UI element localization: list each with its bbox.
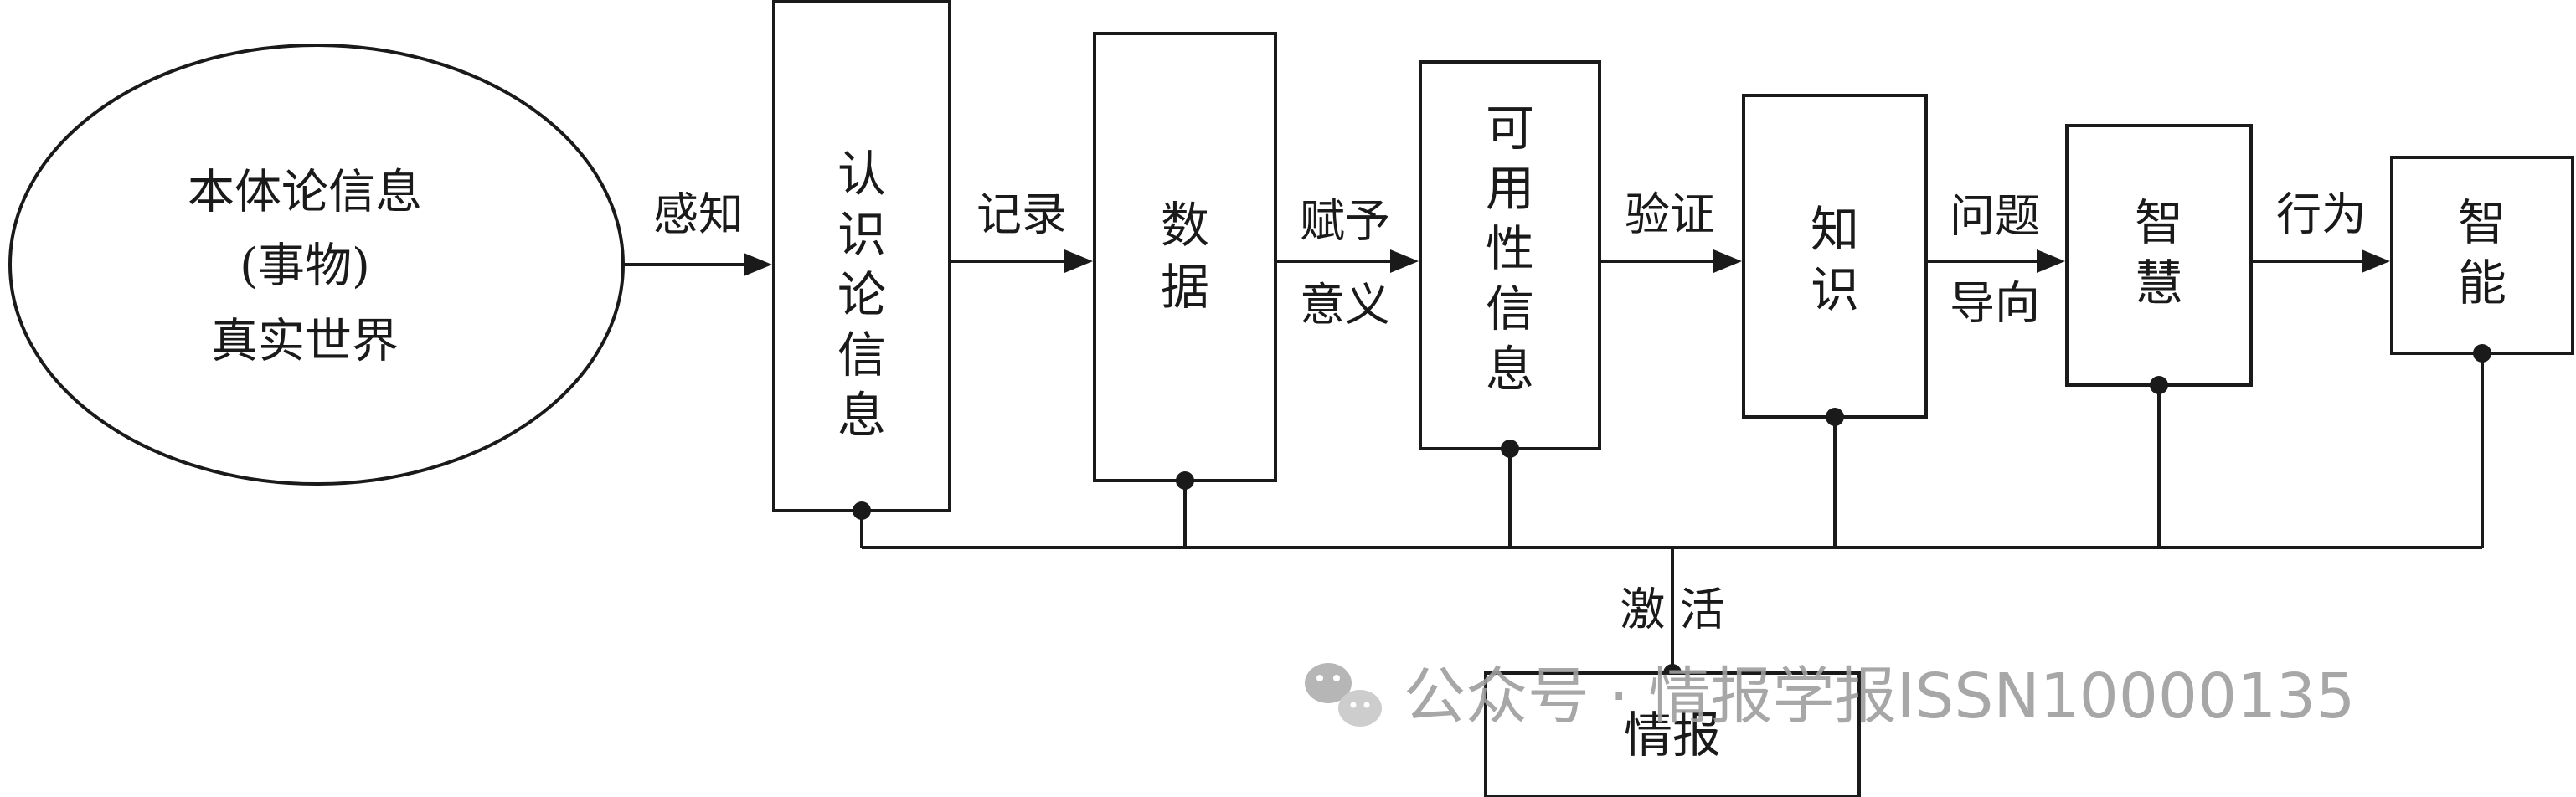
box-data-label: 数据 xyxy=(1161,197,1209,316)
source-label-line-1: 本体论信息 xyxy=(188,166,422,220)
feedback-bus xyxy=(860,353,2484,673)
box-knowledge-label: 知识 xyxy=(1811,201,1859,318)
junction-dot xyxy=(1826,408,1844,426)
arrow-behavior-label: 行为 xyxy=(2276,188,2367,241)
arrow-endow-meaning-label-1: 赋予 xyxy=(1300,195,1390,248)
arrow-behavior xyxy=(2251,249,2390,273)
arrow-endow-meaning xyxy=(1275,249,1419,273)
arrow-problem-oriented xyxy=(1926,249,2065,273)
arrow-record xyxy=(950,249,1093,273)
box-intelligence-info: 情报 xyxy=(1484,671,1861,797)
arrow-perceive xyxy=(623,253,772,276)
box-usable: 可用性信息 xyxy=(1419,60,1601,450)
box-data: 数据 xyxy=(1093,32,1277,482)
junction-dot xyxy=(1176,471,1194,490)
box-knowledge: 知识 xyxy=(1742,94,1928,419)
feedback-label: 激 活 xyxy=(1620,584,1724,636)
junction-dot xyxy=(1501,440,1519,458)
arrow-endow-meaning-label-2: 意义 xyxy=(1300,279,1390,332)
box-wisdom-label: 智慧 xyxy=(2135,194,2183,311)
junction-dot xyxy=(2473,344,2491,363)
arrow-perceive-label: 感知 xyxy=(653,188,744,241)
box-epistemic: 认识论信息 xyxy=(772,0,951,512)
junction-dot xyxy=(853,501,871,520)
source-label-line-2: (事物) xyxy=(240,239,370,294)
box-intelligence: 智能 xyxy=(2390,156,2574,355)
source-label-line-3: 真实世界 xyxy=(211,315,399,369)
arrow-verify-label: 验证 xyxy=(1625,188,1715,241)
box-epistemic-label: 认识论信息 xyxy=(837,146,886,444)
watermark-text: 公众号 · 情报学报ISSN10000135 xyxy=(1404,661,2355,733)
wechat-icon xyxy=(1305,663,1382,727)
box-usable-label: 可用性信息 xyxy=(1486,100,1534,398)
box-intelligence-label: 智能 xyxy=(2458,194,2506,311)
feedback-junction-dots xyxy=(853,344,2491,682)
box-wisdom: 智慧 xyxy=(2065,124,2253,387)
arrow-verify xyxy=(1600,249,1742,273)
arrow-problem-oriented-label-1: 问题 xyxy=(1950,190,2040,243)
arrow-record-label: 记录 xyxy=(976,188,1067,241)
box-intelligence-info-label: 情报 xyxy=(1624,707,1721,764)
source-node: 本体论信息 (事物) 真实世界 xyxy=(8,44,625,486)
junction-dot xyxy=(2150,376,2168,394)
arrow-problem-oriented-label-2: 导向 xyxy=(1950,277,2040,330)
watermark: 公众号 · 情报学报ISSN10000135 xyxy=(1305,661,2355,733)
